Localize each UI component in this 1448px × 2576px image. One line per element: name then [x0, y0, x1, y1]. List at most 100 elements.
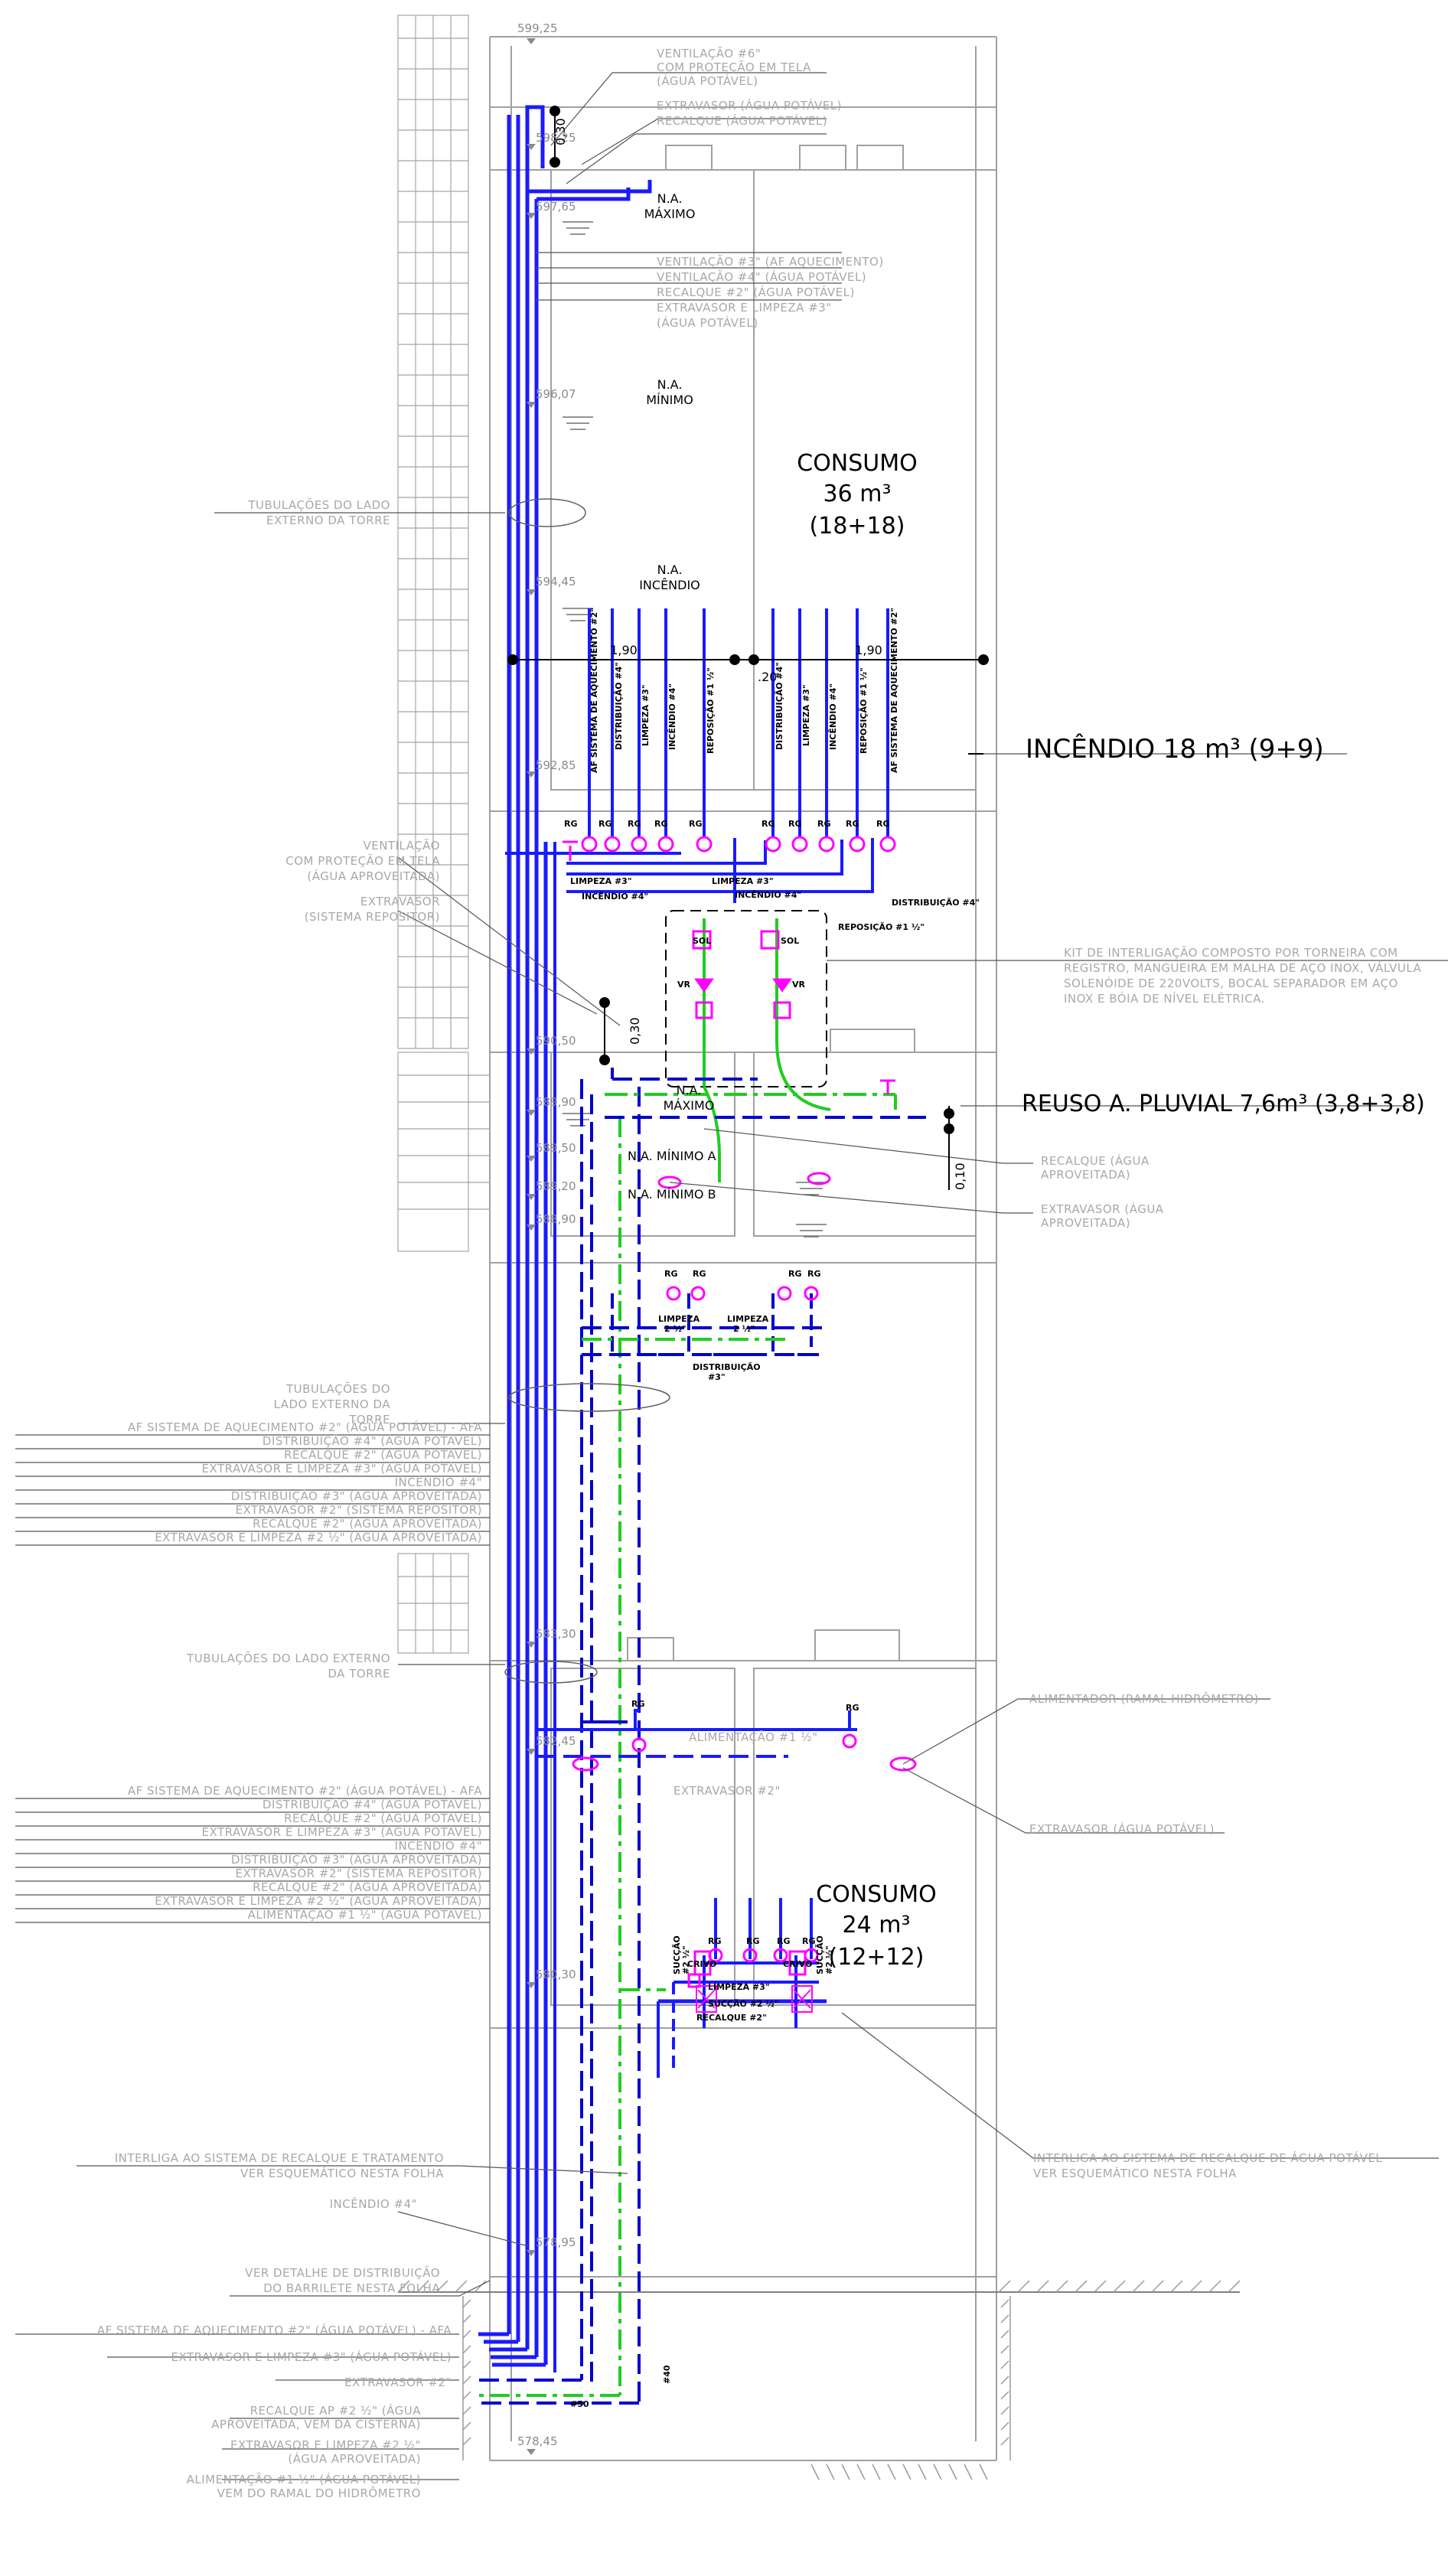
svg-text:ALIMENTAÇÃO #1 ½" (ÁGUA POTÁVE: ALIMENTAÇÃO #1 ½" (ÁGUA POTÁVEL)	[248, 1907, 482, 1922]
fire-kit-box	[665, 910, 827, 1087]
level-label: 589,90	[536, 1095, 576, 1109]
svg-text:CRIVO: CRIVO	[687, 1959, 716, 1969]
svg-text:INCÊNDIO #4": INCÊNDIO #4"	[735, 890, 801, 900]
svg-text:RG: RG	[689, 819, 703, 829]
svg-text:#2 ½": #2 ½"	[824, 1945, 834, 1974]
svg-text:(ÁGUA APROVEITADA): (ÁGUA APROVEITADA)	[288, 2451, 421, 2466]
svg-text:REPOSIÇÃO #1 ½": REPOSIÇÃO #1 ½"	[838, 922, 925, 932]
svg-text:RG: RG	[788, 819, 802, 829]
level-label: 589,20	[536, 1179, 576, 1193]
svg-text:EXTRAVASOR #2" (SISTEMA REPOSI: EXTRAVASOR #2" (SISTEMA REPOSITOR)	[235, 1867, 482, 1880]
lower-piping	[536, 1709, 857, 2078]
svg-text:DISTRIBUIÇÃO: DISTRIBUIÇÃO	[693, 1362, 761, 1372]
svg-text:DISTRIBUIÇÃO #4" (ÁGUA POTÁVEL: DISTRIBUIÇÃO #4" (ÁGUA POTÁVEL)	[263, 1433, 482, 1448]
svg-text:INOX E BÓIA DE NÍVEL ELÉTRICA.: INOX E BÓIA DE NÍVEL ELÉTRICA.	[1064, 991, 1265, 1006]
svg-text:REPOSIÇÃO #1 ½": REPOSIÇÃO #1 ½"	[859, 667, 869, 754]
svg-text:APROVEITADA, VEM DA CISTERNA): APROVEITADA, VEM DA CISTERNA)	[211, 2418, 421, 2431]
svg-text:VR: VR	[792, 980, 806, 990]
svg-text:EXTRAVASOR E LIMPEZA #3" (ÁGUA: EXTRAVASOR E LIMPEZA #3" (ÁGUA POTÁVEL)	[201, 1461, 482, 1475]
svg-text:RECALQUE #2" (ÁGUA POTÁVEL): RECALQUE #2" (ÁGUA POTÁVEL)	[657, 285, 855, 299]
dimension-labels: 0,30 1,90 1,90 .20 0,30 0,10	[553, 118, 967, 1190]
level-labels: 599,25 598,25 597,65 596,07 594,45 592,8…	[517, 21, 576, 2448]
svg-text:RECALQUE (ÁGUA POTÁVEL): RECALQUE (ÁGUA POTÁVEL)	[657, 113, 827, 128]
svg-text:2 ½": 2 ½"	[733, 1324, 755, 1334]
svg-text:VR: VR	[677, 980, 691, 990]
svg-text:INCÊNDIO #4": INCÊNDIO #4"	[582, 892, 648, 902]
svg-text:AF SISTEMA DE AQUECIMENTO #2": AF SISTEMA DE AQUECIMENTO #2" (ÁGUA POTÁ…	[128, 1783, 482, 1798]
svg-text:RG: RG	[628, 819, 641, 829]
lower-tank-split: (12+12)	[829, 1944, 925, 1971]
svg-text:#2 ½": #2 ½"	[681, 1945, 691, 1974]
svg-text:SOL: SOL	[693, 936, 711, 946]
valves	[563, 836, 917, 1988]
svg-text:RECALQUE #2" (ÁGUA APROVEITADA: RECALQUE #2" (ÁGUA APROVEITADA)	[253, 1880, 482, 1894]
svg-text:MÁXIMO: MÁXIMO	[664, 1098, 715, 1113]
svg-text:RG: RG	[708, 1936, 722, 1946]
svg-text:.20: .20	[758, 670, 777, 684]
svg-text:0,30: 0,30	[628, 1017, 642, 1045]
level-label: 580,30	[536, 1968, 576, 1981]
svg-text:0,30: 0,30	[553, 118, 568, 145]
svg-text:RG: RG	[846, 1703, 859, 1713]
svg-text:TUBULAÇÕES DO LADO: TUBULAÇÕES DO LADO	[247, 497, 390, 512]
svg-text:RG: RG	[631, 1699, 645, 1709]
level-label: 597,65	[536, 200, 576, 214]
svg-text:RECALQUE AP #2 ½" (ÁGUA: RECALQUE AP #2 ½" (ÁGUA	[250, 2403, 422, 2418]
svg-text:REPOSIÇÃO #1 ½": REPOSIÇÃO #1 ½"	[706, 667, 716, 754]
pipe-list-2: AF SISTEMA DE AQUECIMENTO #2" (ÁGUA POTÁ…	[128, 1783, 482, 1922]
lower-tank-volume: 24 m³	[843, 1912, 911, 1939]
vertical-pipe-labels: AF SISTEMA DE AQUECIMENTO #2" DISTRIBUIÇ…	[589, 608, 899, 773]
reuse-tank-label: REUSO A. PLUVIAL 7,6m³ (3,8+3,8)	[1022, 1091, 1425, 1117]
svg-text:RG: RG	[598, 819, 612, 829]
svg-text:N.A.: N.A.	[677, 1083, 702, 1097]
svg-text:0,10: 0,10	[953, 1162, 967, 1190]
annotation-notes: VENTILAÇÃO #6" COM PROTEÇÃO EM TELA (ÁGU…	[97, 46, 1421, 2500]
level-label: 594,45	[536, 575, 576, 589]
svg-text:INCÊNDIO #4": INCÊNDIO #4"	[395, 1475, 482, 1489]
svg-text:EXTRAVASOR E LIMPEZA #2 ½": EXTRAVASOR E LIMPEZA #2 ½"	[230, 2438, 421, 2452]
svg-text:INTERLIGA AO SISTEMA DE RECALQ: INTERLIGA AO SISTEMA DE RECALQUE E TRATA…	[115, 2151, 444, 2165]
ground-hatch	[397, 2280, 1241, 2480]
svg-text:2 ½": 2 ½"	[664, 1324, 686, 1334]
level-label: 583,30	[536, 1627, 576, 1641]
svg-text:RG: RG	[664, 1269, 678, 1279]
level-label: 588,90	[536, 1212, 576, 1226]
svg-text:RG: RG	[802, 1936, 816, 1946]
svg-text:RG: RG	[876, 819, 890, 829]
svg-text:AF SISTEMA DE AQUECIMENTO #2": AF SISTEMA DE AQUECIMENTO #2" (ÁGUA POTÁ…	[97, 2323, 452, 2337]
svg-text:RECALQUE #2" (ÁGUA APROVEITADA: RECALQUE #2" (ÁGUA APROVEITADA)	[253, 1516, 482, 1531]
svg-text:APROVEITADA): APROVEITADA)	[1041, 1168, 1130, 1182]
svg-text:RG: RG	[788, 1269, 802, 1279]
level-markers	[527, 38, 536, 2455]
svg-text:N.A.: N.A.	[657, 377, 683, 392]
svg-text:VENTILAÇÃO #4" (ÁGUA POTÁVEL): VENTILAÇÃO #4" (ÁGUA POTÁVEL)	[657, 269, 866, 284]
level-top: 599,25	[517, 21, 558, 35]
svg-text:N.A.: N.A.	[657, 191, 683, 206]
svg-text:LIMPEZA #3": LIMPEZA #3"	[570, 876, 632, 886]
svg-text:RG: RG	[777, 1936, 791, 1946]
svg-text:DISTRIBUIÇÃO #4": DISTRIBUIÇÃO #4"	[614, 662, 624, 750]
svg-text:VENTILAÇÃO #3" (AF AQUECIMENTO: VENTILAÇÃO #3" (AF AQUECIMENTO)	[657, 254, 884, 269]
svg-text:EXTRAVASOR E LIMPEZA #2 ½" (ÁG: EXTRAVASOR E LIMPEZA #2 ½" (ÁGUA APROVEI…	[155, 1530, 482, 1544]
svg-text:N.A. MÍNIMO A: N.A. MÍNIMO A	[628, 1149, 716, 1163]
svg-text:LIMPEZA #3": LIMPEZA #3"	[712, 876, 774, 886]
kit-piping	[703, 918, 831, 1182]
pipe-list-1: AF SISTEMA DE AQUECIMENTO #2" (ÁGUA POTÁ…	[128, 1420, 482, 1544]
svg-text:EXTRAVASOR (ÁGUA POTÁVEL): EXTRAVASOR (ÁGUA POTÁVEL)	[1029, 1821, 1215, 1836]
svg-text:ALIMENTAÇÃO #1 ½": ALIMENTAÇÃO #1 ½"	[689, 1730, 818, 1744]
svg-text:LIMPEZA #3": LIMPEZA #3"	[708, 1982, 770, 1992]
svg-text:DO BARRILETE NESTA FOLHA: DO BARRILETE NESTA FOLHA	[263, 2281, 440, 2295]
lower-tank-title: CONSUMO	[816, 1881, 937, 1908]
svg-text:RECALQUE #2" (ÁGUA POTÁVEL): RECALQUE #2" (ÁGUA POTÁVEL)	[284, 1811, 482, 1825]
bundle-markers	[504, 498, 670, 1684]
svg-text:VENTILAÇÃO #6": VENTILAÇÃO #6"	[657, 46, 761, 60]
svg-text:RG: RG	[817, 819, 831, 829]
fire-tank-label: INCÊNDIO 18 m³ (9+9)	[1026, 733, 1324, 765]
svg-text:ALIMENTADOR (RAMAL HIDRÔMETRO): ALIMENTADOR (RAMAL HIDRÔMETRO)	[1029, 1691, 1259, 1706]
svg-text:N.A.: N.A.	[657, 562, 683, 577]
svg-text:RECALQUE (ÁGUA: RECALQUE (ÁGUA	[1041, 1153, 1150, 1168]
svg-text:INTERLIGA AO SISTEMA DE RECALQ: INTERLIGA AO SISTEMA DE RECALQUE DE ÁGUA…	[1033, 2150, 1382, 2165]
svg-text:(ÁGUA POTÁVEL): (ÁGUA POTÁVEL)	[657, 315, 758, 330]
svg-text:EXTRAVASOR E LIMPEZA #3": EXTRAVASOR E LIMPEZA #3"	[657, 301, 832, 315]
